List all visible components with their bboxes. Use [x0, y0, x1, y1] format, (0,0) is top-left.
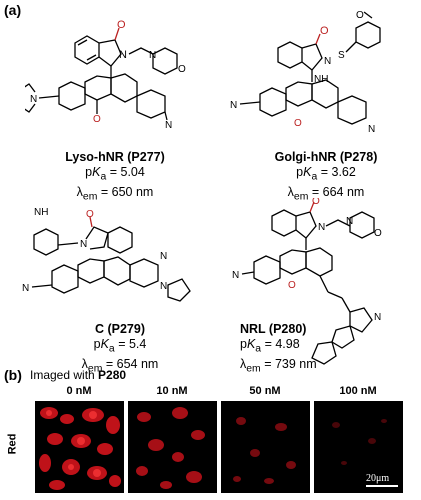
- svg-text:O: O: [294, 118, 302, 129]
- svg-text:N: N: [22, 283, 29, 294]
- conc-label-0: 0 nM: [66, 385, 92, 397]
- scale-bar: [366, 485, 398, 487]
- golgi-hnr-structure: O S NH O N O N N: [230, 10, 381, 135]
- c-p279-structure: NH N O N N N: [22, 207, 191, 302]
- conc-label-2: 50 nM: [249, 385, 281, 397]
- panel-a-label: (a): [4, 2, 22, 18]
- cells-0nM: [39, 407, 121, 490]
- svg-text:O: O: [356, 10, 364, 21]
- scale-bar-label: 20μm: [366, 473, 390, 484]
- image-50nM: [221, 401, 310, 493]
- svg-text:N: N: [374, 312, 381, 323]
- svg-text:N: N: [149, 50, 156, 61]
- svg-text:N: N: [318, 222, 325, 233]
- svg-text:N: N: [80, 239, 87, 250]
- row-label-red: Red: [6, 433, 19, 455]
- svg-text:NH: NH: [34, 207, 48, 218]
- svg-text:O: O: [178, 64, 186, 75]
- image-0nM: [35, 401, 124, 493]
- svg-text:N: N: [324, 56, 331, 67]
- panel-b-label: (b): [4, 367, 22, 383]
- imaged-with-text: Imaged with P280: [30, 368, 127, 382]
- svg-text:O: O: [374, 228, 382, 239]
- image-100nM: 20μm: [314, 401, 403, 493]
- carbonyl-oxygen: O: [117, 19, 126, 31]
- cells-10nM: [136, 407, 205, 489]
- svg-text:N: N: [232, 270, 239, 281]
- svg-text:O: O: [86, 209, 94, 220]
- svg-text:N: N: [346, 216, 353, 227]
- svg-text:O: O: [93, 114, 101, 125]
- amide-nitrogen: N: [119, 49, 127, 61]
- lyso-hnr-structure: O N N O O N N: [25, 19, 186, 131]
- conc-label-1: 10 nM: [156, 385, 188, 397]
- nrl-p280-structure: O N N O O N N: [232, 198, 382, 365]
- svg-text:N: N: [368, 124, 375, 135]
- svg-text:N: N: [30, 94, 37, 105]
- svg-text:O: O: [312, 198, 320, 207]
- lyso-hnr-caption: Lyso-hNR (P277) pKa = 5.04 λem = 650 nm: [65, 150, 165, 202]
- svg-text:N: N: [160, 281, 167, 292]
- svg-text:S: S: [338, 50, 345, 61]
- cells-50nM: [233, 417, 296, 484]
- cells-100nM: [332, 419, 387, 465]
- svg-text:O: O: [320, 25, 329, 37]
- image-10nM: [128, 401, 217, 493]
- svg-text:O: O: [288, 280, 296, 291]
- svg-text:N: N: [165, 120, 172, 131]
- conc-label-3: 100 nM: [339, 385, 377, 397]
- golgi-hnr-caption: Golgi-hNR (P278) pKa = 3.62 λem = 664 nm: [274, 150, 378, 202]
- c-p279-caption: C (P279) pKa = 5.4 λem = 654 nm: [81, 322, 159, 374]
- svg-text:NH: NH: [314, 74, 328, 85]
- svg-text:N: N: [160, 251, 167, 262]
- svg-text:N: N: [230, 100, 237, 111]
- nrl-p280-caption: NRL (P280) pKa = 4.98 λem = 739 nm: [240, 322, 317, 374]
